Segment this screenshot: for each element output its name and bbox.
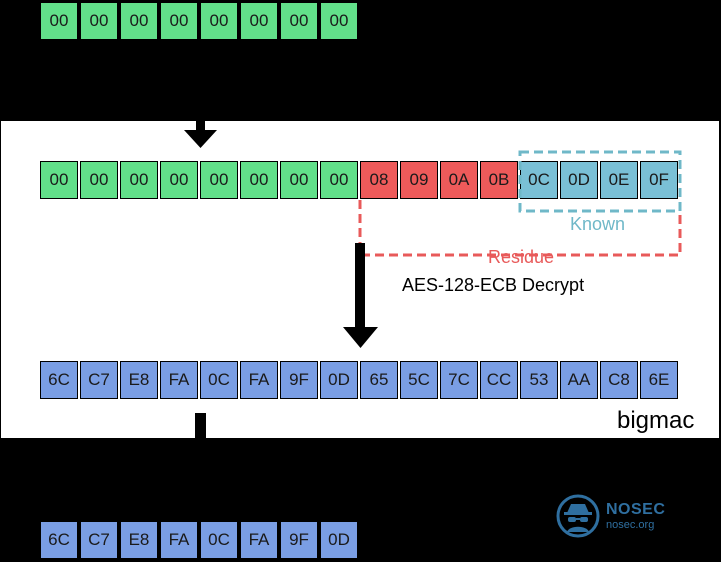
byte-cell-zero: 00 xyxy=(280,161,318,199)
byte-cell-output: E8 xyxy=(120,521,158,559)
byte-cell-decrypted: 6E xyxy=(640,361,678,399)
byte-cell-input: 00 xyxy=(40,2,78,40)
logo-url: nosec.org xyxy=(606,518,655,531)
byte-cell-known: 0D xyxy=(560,161,598,199)
arrow-1-shaft xyxy=(196,121,205,133)
byte-cell-input: 00 xyxy=(240,2,278,40)
byte-cell-zero: 00 xyxy=(120,161,158,199)
nosec-logo: NOSEC nosec.org xyxy=(556,494,665,538)
known-bracket xyxy=(518,150,682,213)
logo-text: NOSEC nosec.org xyxy=(606,500,666,531)
byte-cell-decrypted: C8 xyxy=(600,361,638,399)
byte-cell-decrypted: FA xyxy=(240,361,278,399)
byte-cell-input: 00 xyxy=(160,2,198,40)
byte-cell-zero: 00 xyxy=(320,161,358,199)
byte-cell-decrypted: 5C xyxy=(400,361,438,399)
byte-cell-decrypted: 9F xyxy=(280,361,318,399)
byte-cell-decrypted: 0C xyxy=(200,361,238,399)
byte-cell-decrypted: 7C xyxy=(440,361,478,399)
byte-cell-residue: 0A xyxy=(440,161,478,199)
box-name-label: bigmac xyxy=(617,407,695,434)
byte-cell-known: 0C xyxy=(520,161,558,199)
byte-cell-output: C7 xyxy=(80,521,118,559)
byte-cell-decrypted: E8 xyxy=(120,361,158,399)
byte-cell-decrypted: CC xyxy=(480,361,518,399)
byte-cell-output: 6C xyxy=(40,521,78,559)
known-label: Known xyxy=(570,214,626,234)
byte-cell-input: 00 xyxy=(280,2,318,40)
byte-cell-zero: 00 xyxy=(240,161,278,199)
byte-cell-input: 00 xyxy=(120,2,158,40)
logo-name: NOSEC xyxy=(606,500,666,518)
byte-cell-output: 9F xyxy=(280,521,318,559)
arrow-1-head xyxy=(184,130,217,148)
byte-cell-zero: 00 xyxy=(200,161,238,199)
byte-cell-residue: 0B xyxy=(480,161,518,199)
byte-cell-output: FA xyxy=(240,521,278,559)
byte-cell-output: FA xyxy=(160,521,198,559)
byte-cell-input: 00 xyxy=(80,2,118,40)
byte-cell-decrypted: 65 xyxy=(360,361,398,399)
byte-cell-decrypted: 6C xyxy=(40,361,78,399)
byte-cell-decrypted: 53 xyxy=(520,361,558,399)
byte-cell-zero: 00 xyxy=(160,161,198,199)
byte-cell-known: 0E xyxy=(600,161,638,199)
byte-cell-zero: 00 xyxy=(80,161,118,199)
arrow-2-head xyxy=(343,327,378,348)
byte-cell-known: 0F xyxy=(640,161,678,199)
spy-icon xyxy=(556,494,600,538)
byte-cell-decrypted: FA xyxy=(160,361,198,399)
byte-cell-decrypted: 0D xyxy=(320,361,358,399)
residue-label: Residue xyxy=(488,247,555,267)
byte-cell-output: 0C xyxy=(200,521,238,559)
byte-cell-decrypted: AA xyxy=(560,361,598,399)
byte-cell-zero: 00 xyxy=(40,161,78,199)
arrow-3-shaft xyxy=(195,413,206,438)
operation-label: AES-128-ECB Decrypt xyxy=(402,275,585,295)
byte-cell-input: 00 xyxy=(320,2,358,40)
arrow-2-shaft xyxy=(355,243,365,329)
byte-cell-residue: 08 xyxy=(360,161,398,199)
byte-cell-residue: 09 xyxy=(400,161,438,199)
residue-bracket xyxy=(358,200,682,257)
byte-cell-decrypted: C7 xyxy=(80,361,118,399)
byte-cell-input: 00 xyxy=(200,2,238,40)
byte-cell-output: 0D xyxy=(320,521,358,559)
